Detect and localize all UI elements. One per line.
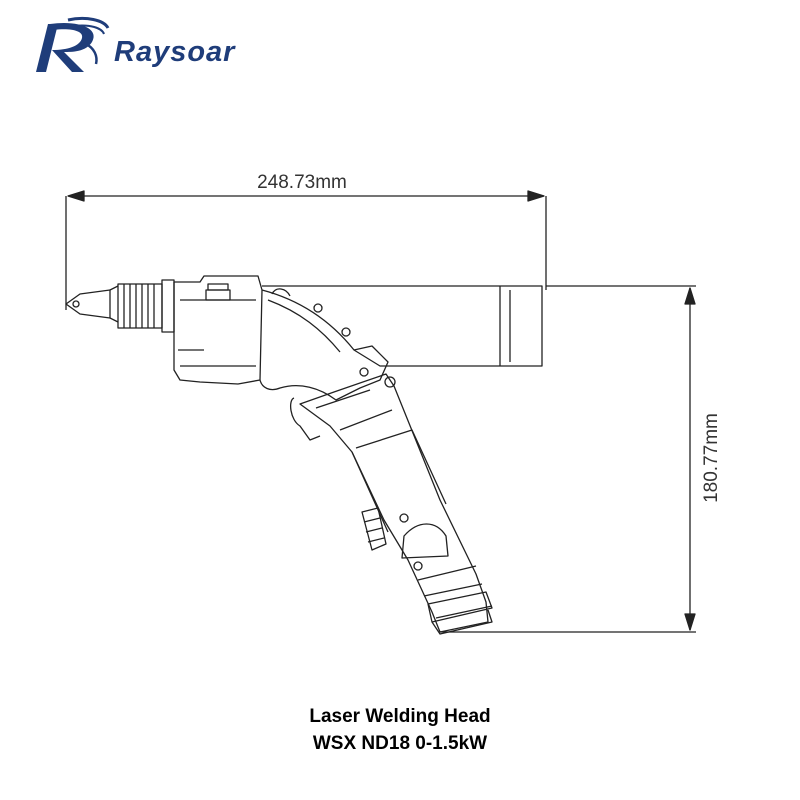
- bottom-ring: [427, 591, 493, 635]
- height-dimension-line: [440, 285, 696, 633]
- curved-neck: [259, 288, 389, 401]
- height-dimension-label: 180.77mm: [701, 413, 722, 503]
- welding-head-drawing: 248.73mm 180.77mm: [65, 172, 722, 635]
- stylized-r-swoosh-icon: [36, 16, 110, 72]
- width-dimension-label: 248.73mm: [257, 172, 347, 193]
- width-dimension-line: [65, 190, 547, 310]
- caption-title: Laser Welding Head: [309, 706, 491, 727]
- brand-logo: [28, 14, 268, 84]
- trigger-switch: [361, 507, 387, 551]
- head-body: [173, 275, 263, 385]
- nozzle-tip: [65, 285, 119, 323]
- knurled-nut: [117, 279, 175, 333]
- handle-grip: [289, 373, 489, 633]
- brand-name: Raysoar: [114, 36, 236, 68]
- rear-housing: [262, 285, 543, 367]
- caption-model: WSX ND18 0-1.5kW: [312, 733, 488, 754]
- connection-port: [401, 523, 483, 597]
